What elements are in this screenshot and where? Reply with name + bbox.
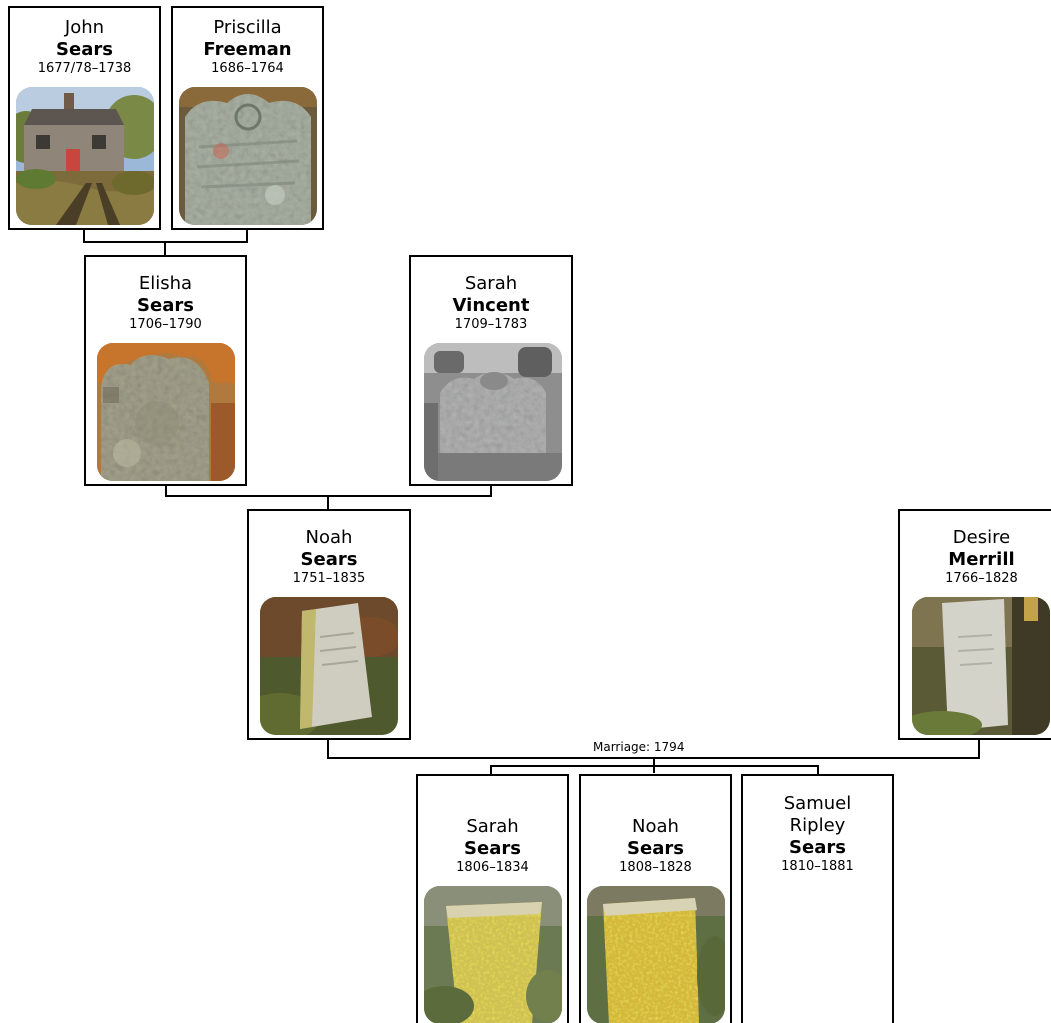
- surname: Freeman: [203, 39, 292, 60]
- given-name: John: [64, 17, 105, 38]
- connector-line: [165, 484, 167, 496]
- life-dates: 1806–1834: [456, 860, 529, 875]
- surname: Sears: [627, 838, 684, 859]
- connector-line: [327, 495, 329, 511]
- connector-line: [327, 739, 329, 759]
- connector-line: [490, 765, 492, 775]
- house-photo[interactable]: [16, 87, 154, 225]
- life-dates: 1808–1828: [619, 860, 692, 875]
- life-dates: 1677/78–1738: [37, 61, 132, 76]
- given-name: Desire: [952, 527, 1011, 548]
- connector-line: [978, 739, 980, 759]
- surname: Sears: [56, 39, 113, 60]
- gravestone-photo[interactable]: [260, 597, 398, 735]
- person-card-priscilla-freeman[interactable]: Priscilla Freeman 1686–1764: [171, 6, 324, 230]
- surname: Merrill: [948, 549, 1015, 570]
- given-name: Priscilla: [213, 17, 282, 38]
- connector-line: [83, 228, 85, 242]
- life-dates: 1810–1881: [781, 859, 854, 874]
- middle-name: Ripley: [789, 815, 846, 836]
- person-card-noah-sears-jr[interactable]: Noah Sears 1808–1828: [579, 774, 732, 1023]
- life-dates: 1709–1783: [454, 317, 528, 332]
- surname: Vincent: [452, 295, 530, 316]
- life-dates: 1706–1790: [129, 317, 202, 332]
- connector-line: [164, 241, 166, 257]
- connector-line: [246, 228, 248, 242]
- life-dates: 1686–1764: [211, 61, 284, 76]
- given-name: Samuel: [783, 793, 852, 814]
- person-card-sarah-vincent[interactable]: Sarah Vincent 1709–1783: [409, 255, 573, 486]
- gravestone-photo[interactable]: [912, 597, 1050, 735]
- gravestone-photo[interactable]: [424, 343, 562, 481]
- gravestone-photo[interactable]: [424, 886, 562, 1023]
- marriage-label: Marriage: 1794: [591, 740, 687, 754]
- surname: Sears: [300, 549, 358, 570]
- connector-line: [817, 765, 819, 775]
- given-name: Elisha: [138, 273, 193, 294]
- surname: Sears: [789, 837, 846, 858]
- surname: Sears: [137, 295, 194, 316]
- life-dates: 1751–1835: [292, 571, 366, 586]
- given-name: Sarah: [464, 273, 518, 294]
- person-card-john-sears[interactable]: John Sears 1677/78–1738: [8, 6, 161, 230]
- surname: Sears: [464, 838, 521, 859]
- given-name: Noah: [305, 527, 353, 548]
- gravestone-photo[interactable]: [179, 87, 317, 225]
- given-name: Sarah: [466, 816, 519, 837]
- life-dates: 1766–1828: [945, 571, 1018, 586]
- person-card-samuel-ripley-sears[interactable]: Samuel Ripley Sears 1810–1881: [741, 774, 894, 1023]
- connector-line: [490, 765, 819, 767]
- gravestone-photo[interactable]: [97, 343, 235, 481]
- gravestone-photo[interactable]: [587, 886, 725, 1023]
- person-card-sarah-sears[interactable]: Sarah Sears 1806–1834: [416, 774, 569, 1023]
- given-name: Noah: [632, 816, 679, 837]
- person-card-desire-merrill[interactable]: Desire Merrill 1766–1828: [898, 509, 1051, 740]
- person-card-noah-sears[interactable]: Noah Sears 1751–1835: [247, 509, 411, 740]
- person-card-elisha-sears[interactable]: Elisha Sears 1706–1790: [84, 255, 247, 486]
- connector-line: [490, 484, 492, 496]
